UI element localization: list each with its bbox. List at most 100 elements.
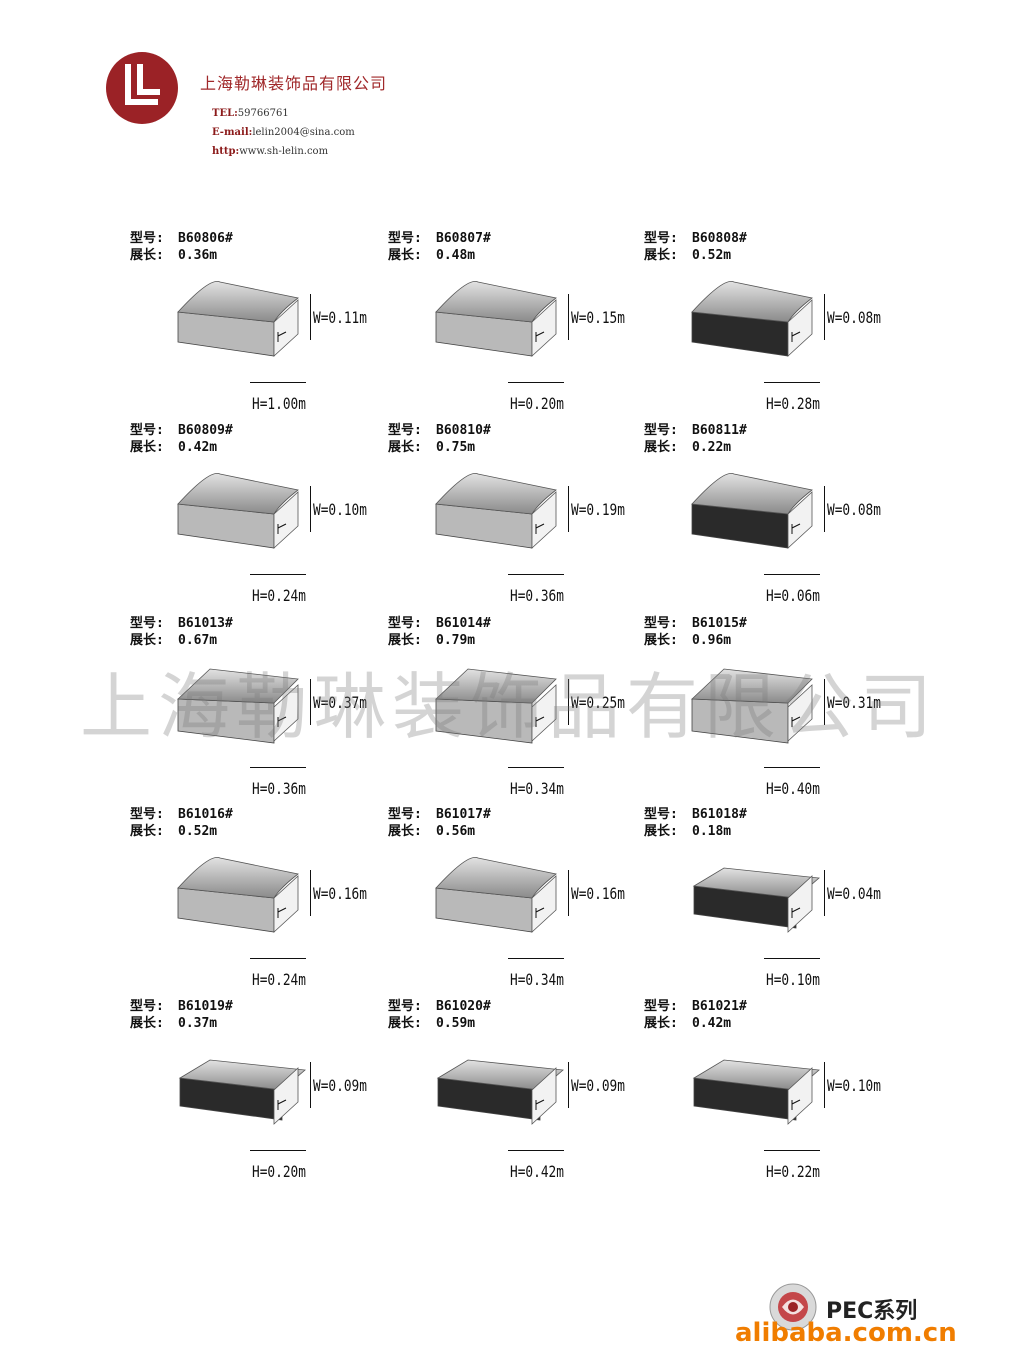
width-dimension-line [824,679,825,725]
length-label: 展长: [388,440,422,455]
width-dimension: W=0.16m [571,884,625,903]
height-dimension-line [764,958,820,959]
length-value: 0.22m [692,440,732,455]
height-dimension: H=0.36m [252,779,306,798]
http-label: http: [212,146,240,157]
pec-series-emblem [769,1283,817,1331]
model-number: B60808# [692,231,747,246]
model-label: 型号: [388,616,422,631]
model-label: 型号: [388,999,422,1014]
length-value: 0.59m [436,1016,476,1031]
molding-profile-image [435,856,557,933]
molding-profile-image [692,1059,820,1125]
product-label: 型号: B61015# 展长: 0.96m [644,615,747,649]
model-number: B61015# [692,616,747,631]
molding-profile-image [435,472,557,549]
width-dimension-line [568,486,569,532]
height-dimension-line [250,767,306,768]
model-label: 型号: [130,807,164,822]
contact-website: http:www.sh-lelin.com [212,146,328,157]
model-number: B60806# [178,231,233,246]
model-label: 型号: [130,231,164,246]
height-dimension: H=0.42m [510,1162,564,1181]
product-label: 型号:B61019#展长:0.37m [130,998,233,1032]
length-label: 展长: [644,248,678,263]
length-value: 0.75m [436,440,476,455]
product-label: 型号:B61016#展长:0.52m [130,806,233,840]
length-label: 展长: [388,824,422,839]
width-dimension: W=0.10m [827,1076,881,1095]
model-number: B61016# [178,807,233,822]
product-label: 型号:B60809#展长:0.42m [130,422,233,456]
width-dimension-line [568,294,569,340]
width-dimension: W=0.37m [313,693,367,712]
model-number: B60810# [436,423,491,438]
width-dimension-line [824,870,825,916]
width-dimension-line [568,870,569,916]
model-number: B61018# [692,807,747,822]
model-label: 型号: [644,616,678,631]
height-dimension: H=0.22m [766,1162,820,1181]
model-number: B61013# [178,616,233,631]
email-label: E-mail: [212,127,253,138]
product-label: 型号:B61020#展长:0.59m [388,998,491,1032]
height-dimension-line [764,767,820,768]
width-dimension: W=0.25m [571,693,625,712]
height-dimension: H=0.34m [510,779,564,798]
height-dimension: H=0.24m [252,970,306,989]
length-value: 0.18m [692,824,732,839]
model-label: 型号: [388,423,422,438]
height-dimension-line [250,574,306,575]
width-dimension-line [310,1062,311,1108]
model-number: B61014# [436,616,491,631]
molding-profile-image [435,280,557,357]
http-value: www.sh-lelin.com [239,146,329,157]
product-label: 型号: B60810# 展长: 0.75m [388,422,491,456]
company-logo [106,52,178,124]
tel-value: 59766761 [237,108,289,119]
series-title: PEC系列 [826,1299,918,1324]
height-dimension: H=0.28m [766,394,820,413]
length-label: 展长: [644,633,678,648]
molding-profile-image [177,280,299,357]
length-label: 展长: [130,248,164,263]
model-label: 型号: [644,231,678,246]
length-value: 0.96m [692,633,732,648]
height-dimension: H=0.24m [252,586,306,605]
height-dimension: H=1.00m [252,394,306,413]
width-dimension: W=0.09m [571,1076,625,1095]
height-dimension: H=0.40m [766,779,820,798]
model-number: B61019# [178,999,233,1014]
company-name: 上海勒琳装饰品有限公司 [200,74,388,93]
model-label: 型号: [388,231,422,246]
length-value: 0.79m [436,633,476,648]
length-label: 展长: [130,824,164,839]
height-dimension: H=0.20m [252,1162,306,1181]
height-dimension-line [508,382,564,383]
email-value: lelin2004@sina.com [252,127,355,138]
height-dimension-line [764,574,820,575]
width-dimension-line [310,486,311,532]
width-dimension: W=0.08m [827,308,881,327]
height-dimension: H=0.34m [510,970,564,989]
height-dimension-line [764,382,820,383]
product-label: 型号:B61018#展长:0.18m [644,806,747,840]
width-dimension-line [568,679,569,725]
product-label: 型号: B60808# 展长: 0.52m [644,230,747,264]
length-label: 展长: [644,440,678,455]
length-value: 0.52m [692,248,732,263]
length-value: 0.42m [178,440,218,455]
alibaba-watermark: alibaba.com.cn [735,1318,957,1348]
model-label: 型号: [130,999,164,1014]
length-value: 0.36m [178,248,218,263]
